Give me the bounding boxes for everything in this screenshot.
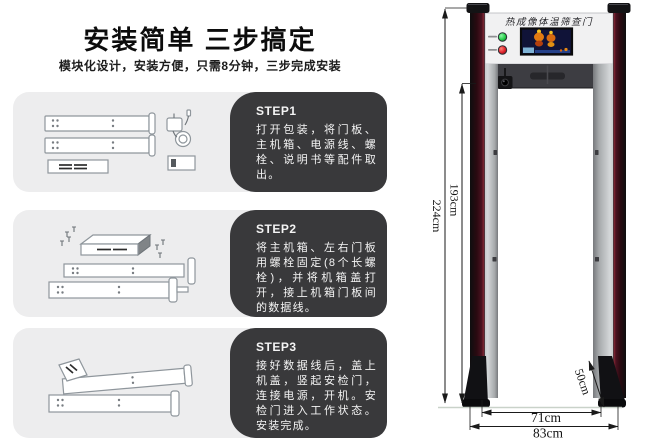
page-subtitle: 模块化设计，安装方便，只需8分钟，三步完成安装 — [58, 59, 342, 73]
step-label: STEP2 — [256, 222, 297, 236]
step-card-3: STEP3 接好数据线后，盖上机盖，竖起安检门，连接电源，开机。安检门进入工作状… — [13, 328, 387, 438]
power-adapter-icon — [166, 109, 192, 148]
screw-icons — [60, 226, 165, 258]
camera-icon — [497, 68, 513, 89]
step-panel: STEP1 打开包装，将门板、主机箱、电源线、螺栓、说明书等配件取出。 — [230, 92, 387, 192]
green-indicator-light — [497, 32, 508, 42]
dimension-outer-width: 83cm — [469, 406, 619, 441]
dimension-annotations: 224cm 193cm 50cm 71cm 83cm — [430, 7, 619, 441]
door-figure: 热成像体温筛查门 — [430, 0, 651, 447]
page-title: 安装简单 三步搞定 — [83, 25, 317, 55]
inner-height-label: 193cm — [448, 184, 462, 217]
step-text: 将主机箱、左右门板用螺栓固定(8个长螺栓)，并将机箱盖打开，接上机箱门板间的数据… — [256, 242, 377, 314]
right-post — [613, 10, 626, 398]
door-frame: 热成像体温筛查门 — [438, 3, 631, 409]
thermal-screen — [519, 27, 574, 56]
step-panel: STEP2 将主机箱、左右门板用螺栓固定(8个长螺栓)，并将机箱盖打开，接上机箱… — [230, 210, 387, 317]
step3-illustration-assembled — [48, 358, 193, 417]
left-post-inner-face — [485, 64, 498, 398]
main-unit-3d — [79, 234, 152, 256]
red-indicator-light — [497, 45, 508, 55]
walkthrough-door-diagram: 热成像体温筛查门 — [430, 3, 631, 441]
step-text: 打开包装，将门板、主机箱、电源线、螺栓、说明书等配件取出。 — [256, 124, 377, 181]
outer-height-label: 224cm — [430, 200, 444, 233]
door-header-title: 热成像体温筛查门 — [505, 16, 593, 28]
dimension-inner-width: 71cm — [481, 400, 602, 425]
step-card-2: STEP2 将主机箱、左右门板用螺栓固定(8个长螺栓)，并将机箱盖打开，接上机箱… — [13, 210, 387, 317]
manual-icon — [167, 155, 196, 171]
step-panel: STEP3 接好数据线后，盖上机盖，竖起安检门，连接电源，开机。安检门进入工作状… — [230, 328, 387, 438]
post-top-caps — [466, 3, 631, 13]
dimension-inner-height: 193cm — [448, 83, 476, 404]
left-post — [470, 10, 485, 398]
step-card-1: STEP1 打开包装，将门板、主机箱、电源线、螺栓、说明书等配件取出。 — [13, 92, 387, 192]
control-unit-icon — [58, 358, 88, 382]
red-indicator-label — [488, 49, 497, 51]
door-feet — [462, 356, 626, 408]
step2-illustration-bolting — [48, 226, 196, 303]
step-label: STEP3 — [256, 340, 297, 354]
dimension-outer-height: 224cm — [430, 7, 473, 404]
base-depth-label: 50cm — [572, 367, 594, 397]
right-post-inner-face — [593, 64, 613, 398]
step-label: STEP1 — [256, 104, 297, 118]
step-text: 接好数据线后，盖上机盖，竖起安检门，连接电源，开机。安检门进入工作状态。安装完成… — [256, 360, 377, 432]
green-indicator-label — [488, 35, 497, 38]
inner-width-label: 71cm — [531, 410, 561, 425]
step1-illustration-unpacking — [44, 109, 196, 174]
outer-width-label: 83cm — [533, 426, 563, 441]
